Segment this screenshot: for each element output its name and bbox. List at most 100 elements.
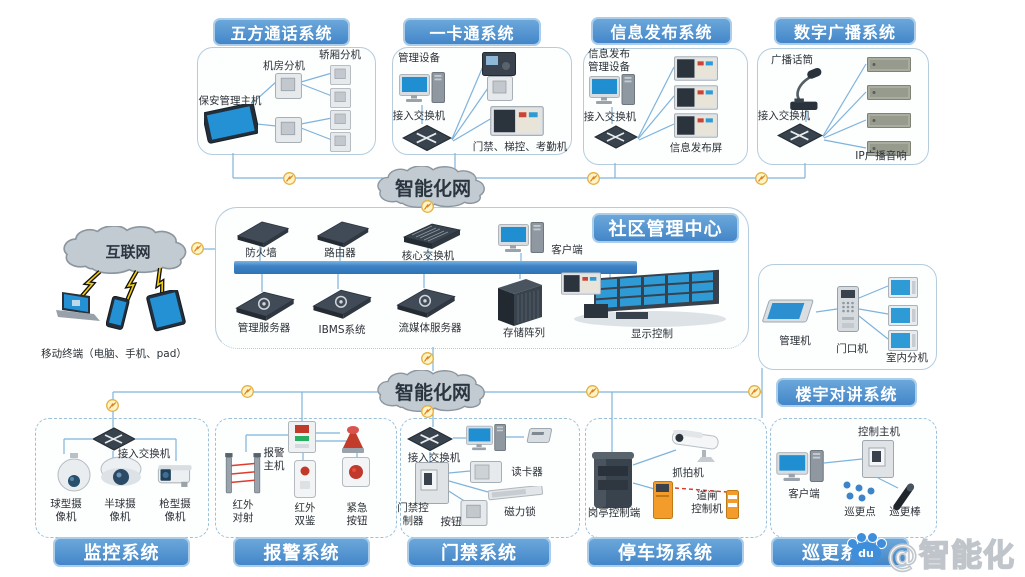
infopub-screens-label: 信息发布屏 — [669, 142, 723, 154]
door-computer — [466, 424, 506, 451]
ir-dual-label: 红外 双鉴 — [294, 502, 316, 527]
capture-camera-label: 抓拍机 — [672, 467, 704, 479]
link-node-icon — [421, 405, 434, 418]
booth-label: 岗亭控制端 — [587, 507, 641, 519]
bullet-camera-device — [157, 464, 193, 488]
title-parking: 停车场系统 — [587, 537, 744, 567]
maglock-device — [488, 486, 544, 501]
maglock-label: 磁力锁 — [504, 506, 536, 518]
door-controller-device — [415, 462, 449, 504]
cabin-extension-device — [330, 88, 351, 108]
patrol-points-label: 巡更点 — [844, 506, 876, 518]
core-switch-device — [403, 223, 461, 250]
access-switch-icon — [594, 125, 638, 149]
onecard-mgmt-label: 管理设备 — [398, 52, 440, 64]
mgmt-server-label: 管理服务器 — [237, 322, 291, 334]
door-station-device — [837, 286, 859, 332]
capture-camera-device — [672, 430, 720, 463]
link-node-icon — [755, 172, 768, 185]
ball-camera-label: 球型摄 像机 — [50, 498, 82, 523]
watermark-handle: @智能化 — [886, 537, 1015, 575]
media-server-device — [390, 287, 460, 321]
indoor-unit-device — [888, 305, 918, 326]
patrol-client-label: 客户端 — [788, 488, 820, 500]
door-switch-label: 接入交换机 — [407, 452, 461, 464]
ibms-label: IBMS系统 — [318, 324, 366, 336]
cabin-extension-device — [330, 110, 351, 130]
ticket-machine-device — [653, 481, 673, 519]
broadcast-switch-label: 接入交换机 — [757, 110, 811, 122]
display-control-label: 显示控制 — [631, 328, 673, 340]
infopub-mgmt-label: 信息发布 管理设备 — [588, 48, 630, 73]
exit-button-label: 按钮 — [440, 516, 462, 528]
infopub-mgmt-computer — [589, 74, 635, 105]
ip-speaker-device — [867, 85, 911, 100]
core-switch-label: 核心交换机 — [401, 250, 455, 262]
storage-array-device — [497, 278, 543, 327]
indoor-unit-device — [888, 277, 918, 298]
firewall-label: 防火墙 — [245, 247, 277, 259]
link-node-icon — [421, 352, 434, 365]
info-screen-device — [674, 85, 718, 110]
broadcast-speakers-label: IP广播音响 — [855, 150, 907, 162]
dome-camera-device — [100, 456, 142, 487]
media-server-label: 流媒体服务器 — [398, 322, 462, 334]
room-extension-device — [275, 73, 302, 99]
cloud-internet-label: 互联网 — [105, 243, 151, 261]
access-switch-icon — [402, 124, 452, 152]
title-intercom: 楼宇对讲系统 — [776, 378, 917, 407]
client-computer — [498, 222, 544, 253]
ir-beam-device — [224, 452, 262, 494]
card-reader-device — [470, 461, 502, 483]
indoor-unit-device — [888, 330, 918, 351]
panic-button-device — [342, 457, 370, 487]
infopub-switch-label: 接入交换机 — [583, 111, 637, 123]
alarm-host-label: 报警 主机 — [263, 447, 285, 472]
patrol-wand-label: 巡更棒 — [889, 506, 921, 518]
siren-device — [342, 426, 364, 453]
room-extension-device — [275, 117, 302, 143]
watermark: du @智能化 — [845, 530, 1025, 576]
cabin-extension-label: 轿厢分机 — [319, 49, 361, 61]
patrol-host-device — [862, 440, 894, 478]
title-cctv: 监控系统 — [53, 537, 190, 567]
title-one-card: 一卡通系统 — [403, 18, 541, 46]
ir-beam-label: 红外 对射 — [232, 499, 254, 524]
link-node-icon — [283, 172, 296, 185]
backbone-bar — [234, 261, 637, 274]
baidu-du-badge: du — [851, 542, 881, 564]
display-client-screen — [561, 272, 601, 295]
exit-button-device — [460, 500, 488, 526]
title-five-party: 五方通话系统 — [213, 18, 350, 46]
ip-speaker-device — [867, 57, 911, 72]
mobile-terminal-label: 移动终端（电脑、手机、pad） — [41, 348, 187, 360]
onecard-switch-label: 接入交换机 — [392, 110, 446, 122]
panic-button-label: 紧急 按钮 — [346, 502, 368, 527]
laptop-icon — [56, 292, 100, 321]
room-extension-label: 机房分机 — [263, 60, 305, 72]
info-screen-device — [674, 113, 718, 138]
access-switch-icon — [777, 123, 823, 148]
link-node-icon — [241, 385, 254, 398]
access-switch-icon — [407, 426, 453, 452]
card-issuer-device — [526, 428, 552, 443]
client-label: 客户端 — [551, 244, 583, 256]
firewall-device — [237, 221, 289, 248]
link-node-icon — [106, 399, 119, 412]
indoor-units-label: 室内分机 — [886, 352, 928, 364]
door-controller-label: 门禁控 制器 — [397, 502, 429, 527]
cloud-top-label: 智能化网 — [394, 178, 471, 200]
link-node-icon — [587, 172, 600, 185]
booth-terminal-device — [592, 452, 634, 508]
card-reader-label: 读卡器 — [511, 466, 543, 478]
intercom-manager-device — [761, 299, 814, 323]
door-station-label: 门口机 — [836, 343, 868, 355]
router-device — [317, 221, 369, 248]
access-terminal-screen-device — [490, 106, 544, 136]
cctv-switch-label: 接入交换机 — [117, 448, 171, 460]
title-alarm: 报警系统 — [233, 537, 370, 567]
title-mgmt-center: 社区管理中心 — [592, 213, 739, 243]
info-screen-device — [674, 56, 718, 81]
link-node-icon — [191, 242, 204, 255]
